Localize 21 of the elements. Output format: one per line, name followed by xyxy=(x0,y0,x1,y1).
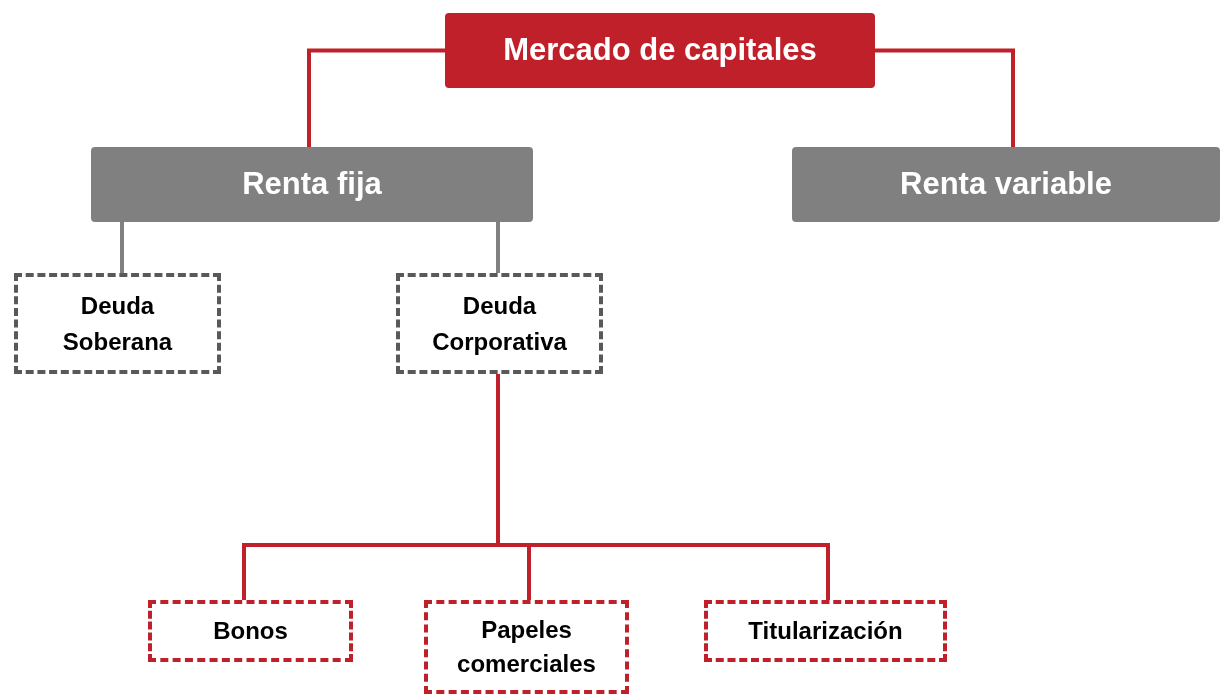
connector-line xyxy=(120,222,124,273)
connector-line xyxy=(496,222,500,273)
root-box xyxy=(445,13,875,88)
dashed-box xyxy=(424,600,629,694)
node-label: Titularización xyxy=(748,616,903,647)
connector-line xyxy=(307,48,445,147)
dashed-box xyxy=(14,273,221,374)
dashed-box xyxy=(148,600,353,662)
node-label: Deuda Corporativa xyxy=(431,290,568,357)
node-label: Mercado de capitales xyxy=(503,31,817,70)
dashed-box xyxy=(704,600,947,662)
node-label: Deuda Soberana xyxy=(61,290,174,357)
category-box xyxy=(792,147,1220,222)
node-label: Renta variable xyxy=(900,165,1112,204)
dashed-box xyxy=(396,273,603,374)
category-box xyxy=(91,147,533,222)
connector-line xyxy=(875,48,1015,147)
node-label: Renta fija xyxy=(242,165,382,204)
node-label: Papeles comerciales xyxy=(456,615,597,679)
connector-line xyxy=(496,374,830,600)
node-label: Bonos xyxy=(213,616,288,647)
